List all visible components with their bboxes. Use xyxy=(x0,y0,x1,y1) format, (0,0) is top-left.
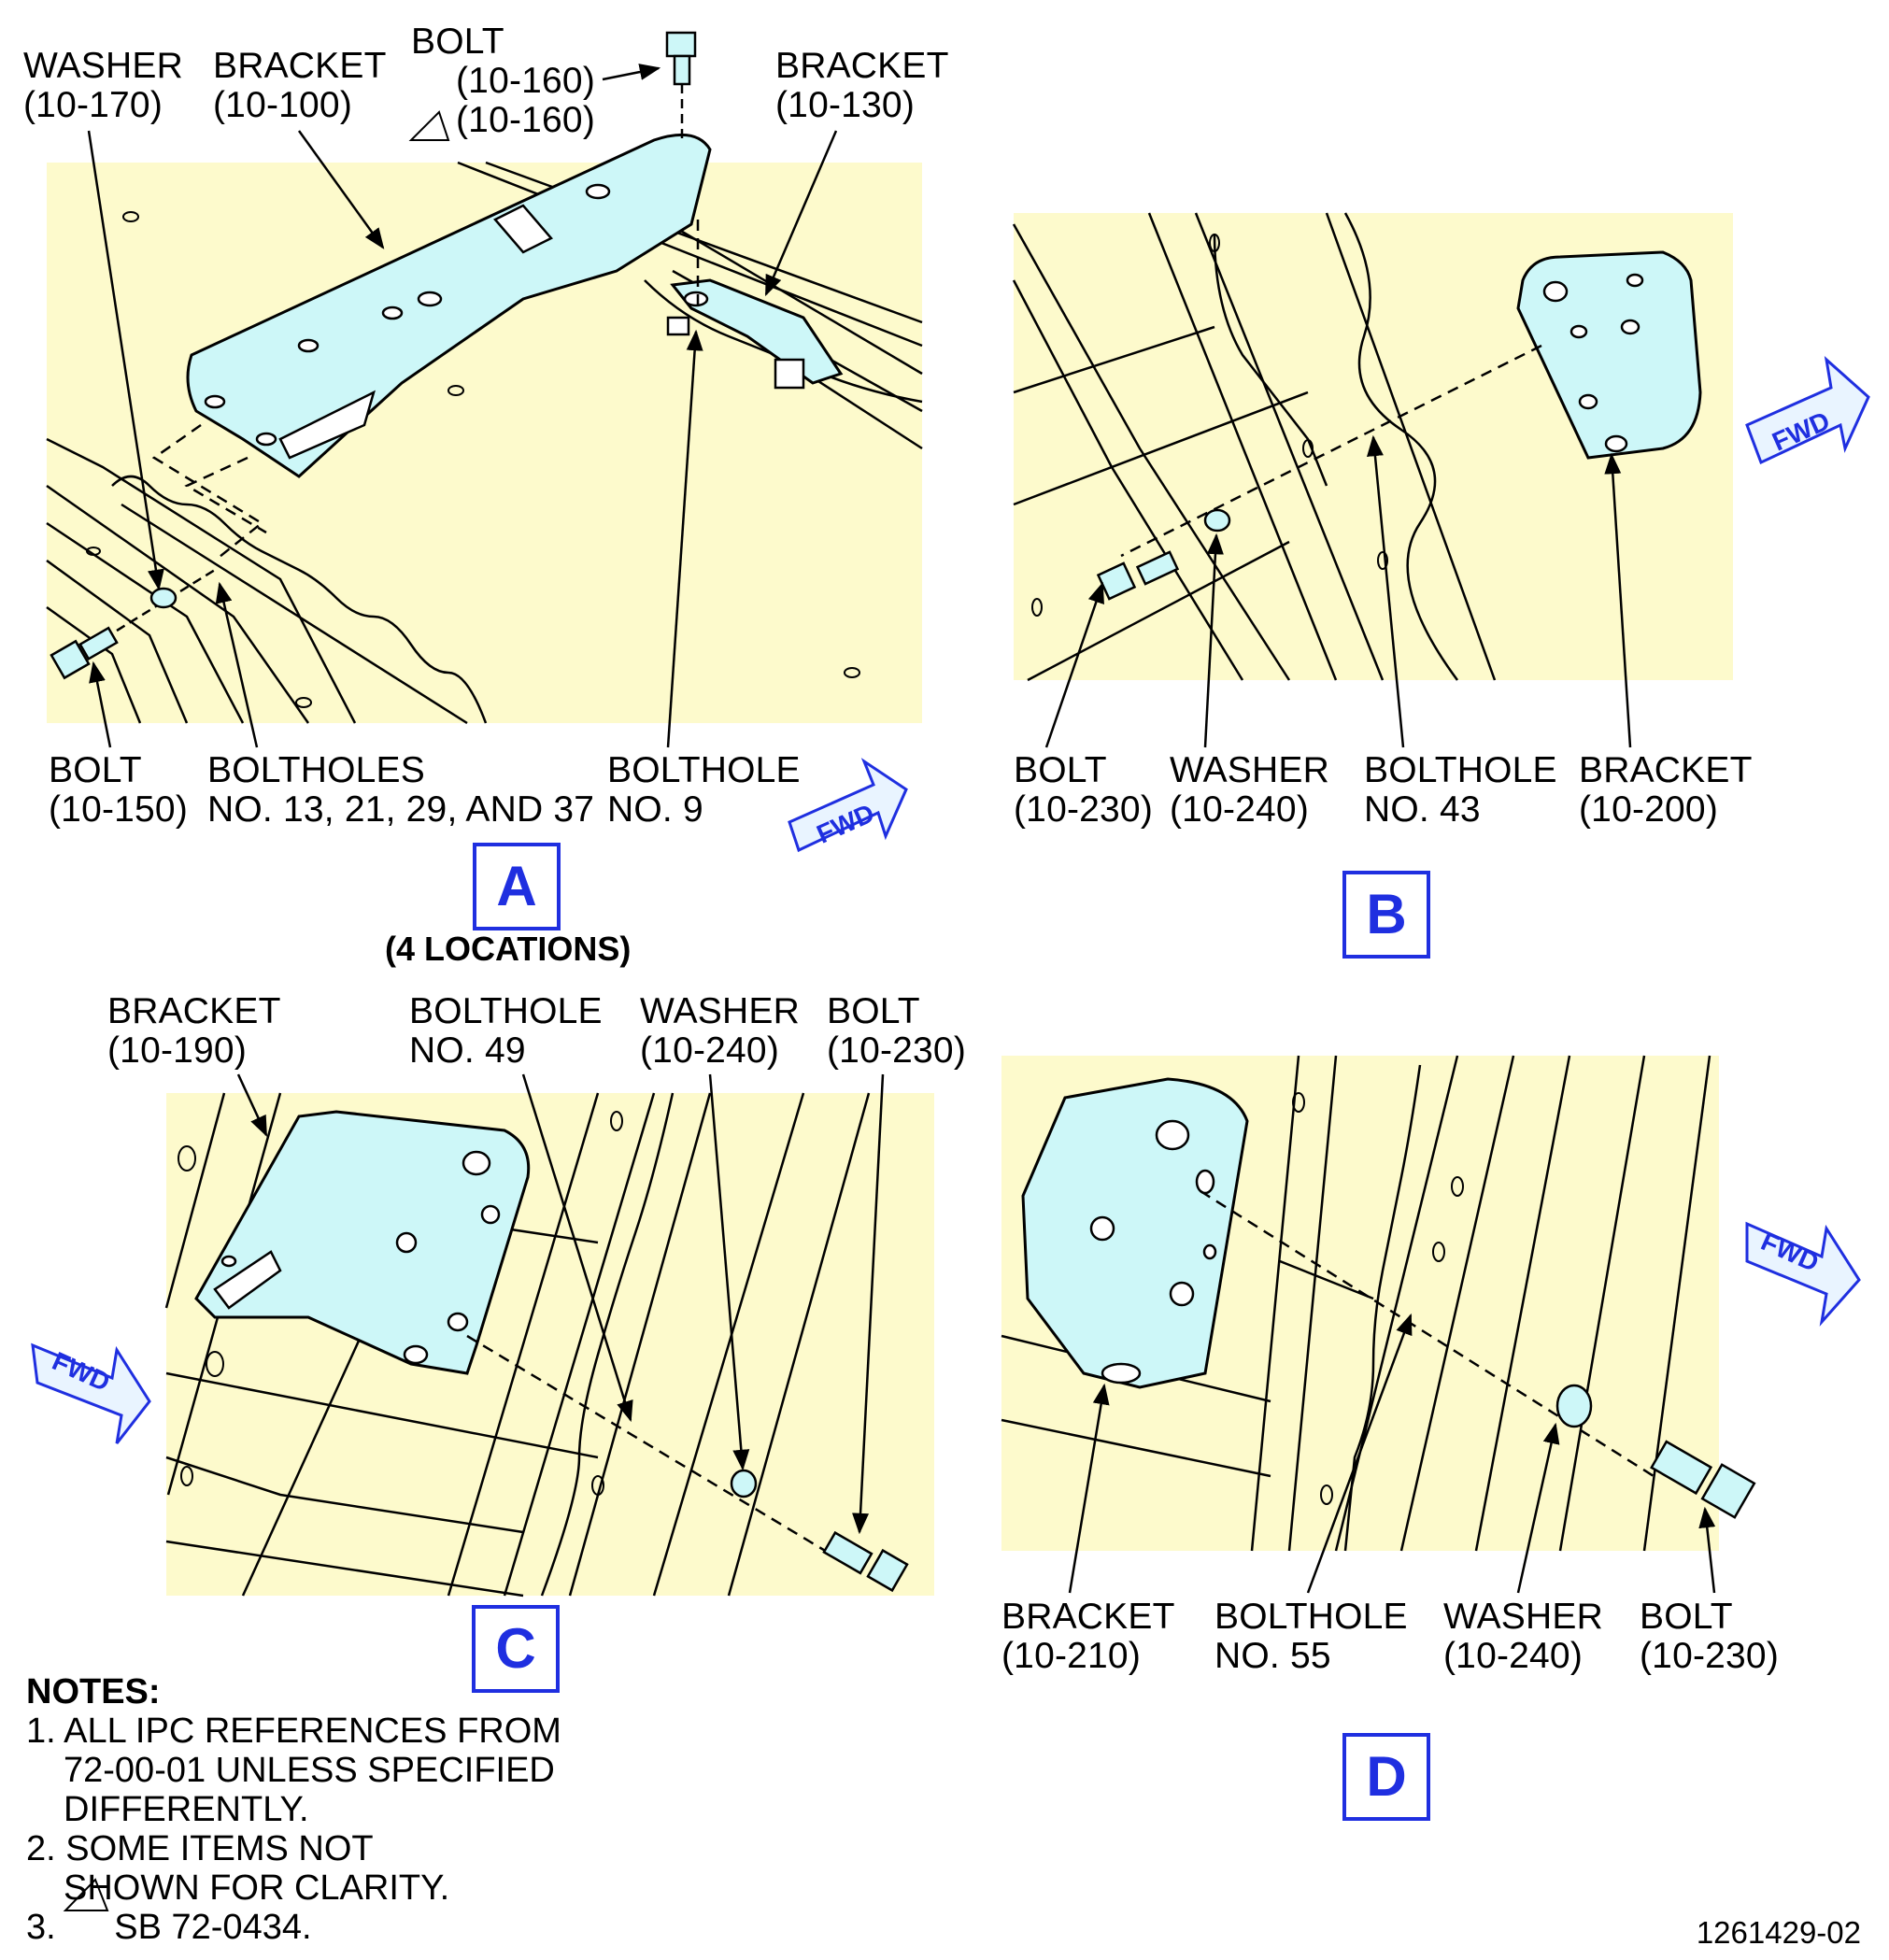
view-b-fwd-arrow: FWD xyxy=(1745,356,1870,465)
label-line: BOLTHOLES xyxy=(207,750,425,790)
view-a-fwd-arrow: FWD xyxy=(788,758,908,853)
note-line: SB 72-0434. xyxy=(114,1908,312,1947)
washer-10-170-shape xyxy=(149,587,178,609)
view-c-letter: C xyxy=(472,1605,560,1693)
view-b-label-bolthole: BOLTHOLE NO. 43 xyxy=(1364,751,1557,830)
bracket-10-210-shape xyxy=(1021,1077,1249,1389)
notes-block: NOTES: 1. ALL IPC REFERENCES FROM 72-00-… xyxy=(26,1672,561,1947)
label-line: BOLTHOLE xyxy=(1214,1597,1408,1637)
note-line: 3. xyxy=(26,1908,56,1947)
view-a-subtitle: (4 LOCATIONS) xyxy=(385,930,632,968)
view-d-label-washer: WASHER (10-240) xyxy=(1443,1598,1603,1676)
label-line: (10-230) xyxy=(1640,1636,1780,1676)
note-item-1: 1. ALL IPC REFERENCES FROM 72-00-01 UNLE… xyxy=(26,1711,561,1829)
view-a-drawing: FWD xyxy=(46,31,923,853)
view-c-label-bolt: BOLT (10-230) xyxy=(827,992,966,1071)
label-line: (10-100) xyxy=(213,85,353,125)
note-item-2: 2. SOME ITEMS NOT SHOWN FOR CLARITY. xyxy=(26,1829,561,1908)
view-b-label-washer: WASHER (10-240) xyxy=(1170,751,1329,830)
view-d-letter: D xyxy=(1342,1733,1430,1821)
label-line: BRACKET xyxy=(775,46,949,86)
bolt-10-160-shape xyxy=(665,31,697,140)
label-line: (10-130) xyxy=(775,85,916,125)
label-line: BOLT xyxy=(1014,750,1107,790)
view-b-drawing: FWD xyxy=(1012,212,1870,748)
label-line: BOLTHOLE xyxy=(1364,750,1557,790)
label-line: (10-230) xyxy=(1014,789,1154,830)
label-line: NO. 49 xyxy=(409,1030,526,1071)
view-a-label-washer: WASHER (10-170) xyxy=(23,47,183,125)
note-item-3: 3. SB 72-0434. xyxy=(26,1908,561,1947)
label-line: BOLT xyxy=(1640,1597,1733,1637)
view-c-label-bracket: BRACKET (10-190) xyxy=(107,992,281,1071)
washer-d-shape xyxy=(1555,1384,1593,1428)
view-c-fwd-arrow: FWD xyxy=(31,1342,151,1444)
label-line: WASHER xyxy=(640,991,800,1031)
label-line: WASHER xyxy=(23,46,183,86)
view-c-drawing: FWD xyxy=(31,1073,934,1598)
view-a-label-bracket-10-130: BRACKET (10-130) xyxy=(775,47,949,125)
label-line: (10-150) xyxy=(49,789,189,830)
label-line: BRACKET xyxy=(1579,750,1753,790)
view-d-drawing: FWD xyxy=(1001,1055,1861,1594)
label-line: BOLTHOLE xyxy=(607,750,801,790)
label-line: BRACKET xyxy=(213,46,387,86)
note-line: 1. ALL IPC REFERENCES FROM xyxy=(26,1711,561,1751)
label-line: NO. 9 xyxy=(607,789,703,830)
bracket-10-100-shape xyxy=(186,133,712,478)
bracket-10-200-shape xyxy=(1516,250,1702,460)
label-line: NO. 55 xyxy=(1214,1636,1331,1676)
bolt-c-shape xyxy=(822,1530,909,1593)
label-line: NO. 13, 21, 29, AND 37 xyxy=(207,789,595,830)
label-line: BOLTHOLE xyxy=(409,991,603,1031)
label-line: (10-160) xyxy=(456,100,596,140)
label-line: NO. 43 xyxy=(1364,789,1481,830)
view-a-label-boltholes: BOLTHOLES NO. 13, 21, 29, AND 37 xyxy=(207,751,594,830)
view-c-label-bolthole: BOLTHOLE NO. 49 xyxy=(409,992,603,1071)
bracket-10-130-shape xyxy=(670,278,844,385)
view-d-label-bracket: BRACKET (10-210) xyxy=(1001,1598,1175,1676)
washer-c-shape xyxy=(730,1469,758,1498)
view-b-letter: B xyxy=(1342,871,1430,959)
note-line: DIFFERENTLY. xyxy=(64,1790,309,1829)
label-line: (10-240) xyxy=(640,1030,780,1071)
label-line: (10-230) xyxy=(827,1030,967,1071)
bolt-d-shape xyxy=(1650,1440,1756,1519)
bracket-10-190-shape xyxy=(194,1110,531,1375)
label-line: BRACKET xyxy=(107,991,281,1031)
view-a-label-bolthole-9: BOLTHOLE NO. 9 xyxy=(607,751,801,830)
bolt-10-150-shape xyxy=(50,568,216,680)
note-line: 72-00-01 UNLESS SPECIFIED xyxy=(64,1751,555,1790)
view-b-label-bracket: BRACKET (10-200) xyxy=(1579,751,1753,830)
view-c-label-washer: WASHER (10-240) xyxy=(640,992,800,1071)
label-line: WASHER xyxy=(1443,1597,1603,1637)
notes-heading: NOTES: xyxy=(26,1672,161,1711)
label-line: (10-170) xyxy=(23,85,163,125)
view-b-label-bolt: BOLT (10-230) xyxy=(1014,751,1153,830)
label-line: BOLT xyxy=(827,991,920,1031)
washer-b-shape xyxy=(1203,508,1231,533)
view-a-label-bolt-10-160: BOLT (10-160) (10-160) xyxy=(411,22,595,140)
view-d-label-bolthole: BOLTHOLE NO. 55 xyxy=(1214,1598,1408,1676)
label-line: BRACKET xyxy=(1001,1597,1175,1637)
view-d-fwd-arrow: FWD xyxy=(1745,1221,1861,1327)
label-line: (10-240) xyxy=(1443,1636,1584,1676)
label-line: BOLT xyxy=(49,750,142,790)
label-line: (10-240) xyxy=(1170,789,1310,830)
label-line: (10-200) xyxy=(1579,789,1719,830)
label-line: (10-160) xyxy=(456,61,596,101)
view-a-label-bolt-10-150: BOLT (10-150) xyxy=(49,751,188,830)
figure-number: 1261429-02 xyxy=(1696,1915,1861,1950)
view-a-letter: A xyxy=(473,843,561,930)
view-a-label-bracket-10-100: BRACKET (10-100) xyxy=(213,47,387,125)
note-line: SHOWN FOR CLARITY. xyxy=(64,1868,450,1908)
note-line: 2. SOME ITEMS NOT xyxy=(26,1829,374,1868)
label-line: WASHER xyxy=(1170,750,1329,790)
bolt-b-shape xyxy=(1096,550,1180,601)
label-line: BOLT xyxy=(411,21,504,62)
view-d-label-bolt: BOLT (10-230) xyxy=(1640,1598,1779,1676)
label-line: (10-210) xyxy=(1001,1636,1142,1676)
label-line: (10-190) xyxy=(107,1030,248,1071)
